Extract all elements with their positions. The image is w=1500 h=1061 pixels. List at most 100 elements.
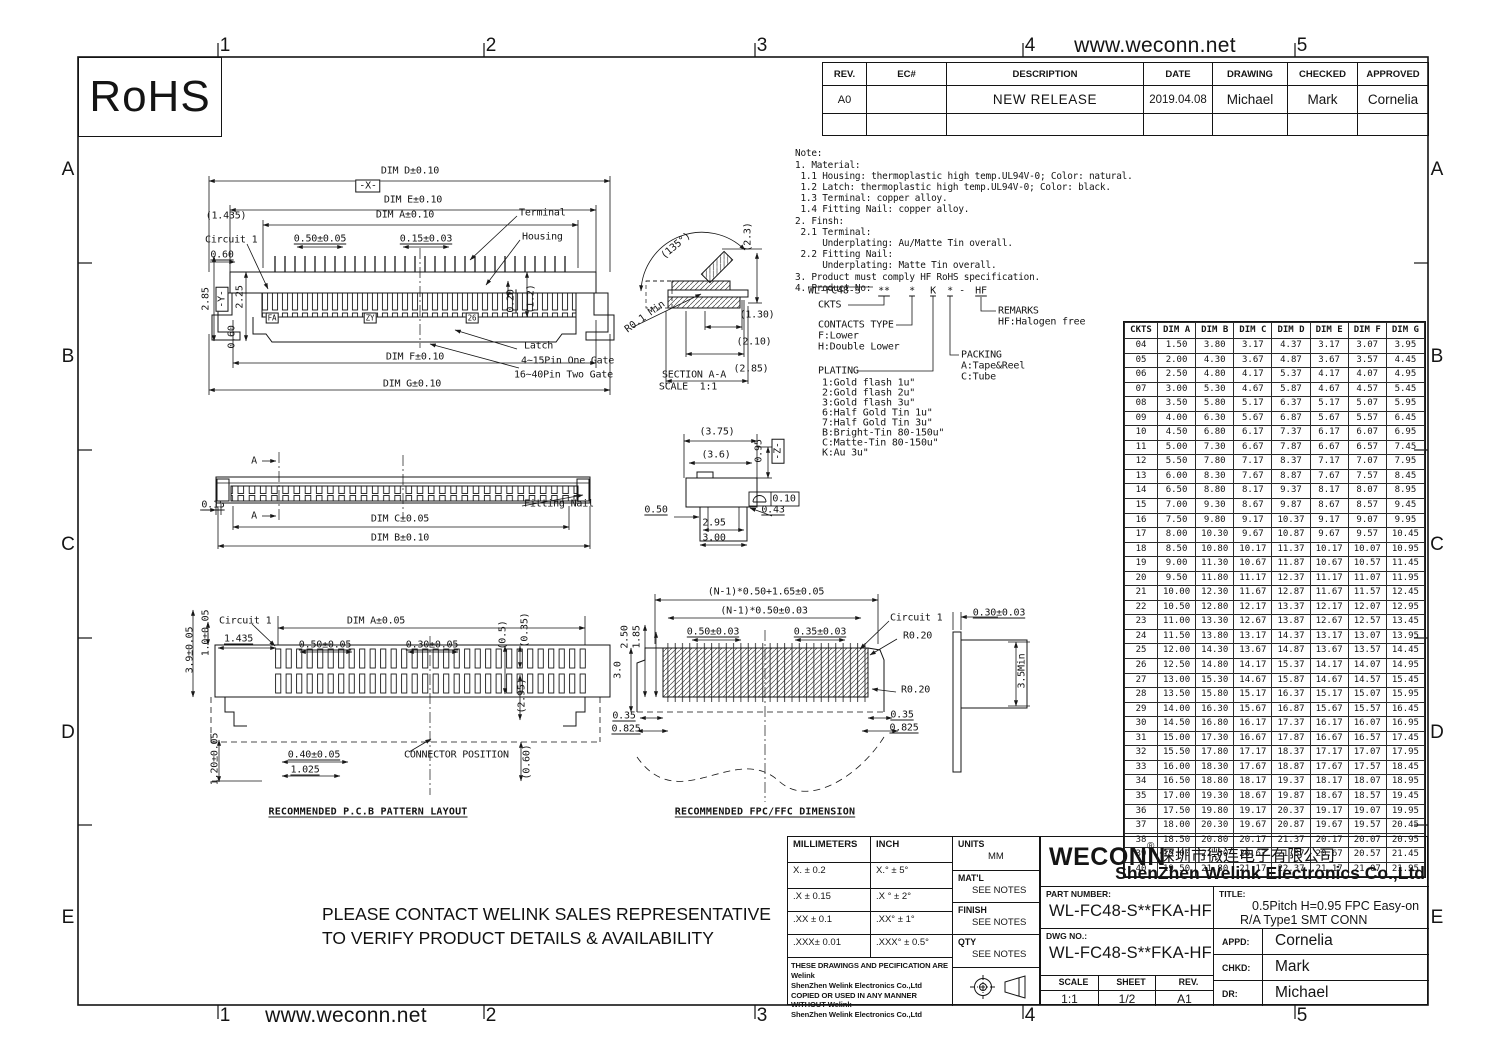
drawing-annotation: K bbox=[930, 285, 936, 297]
drawing-annotation: FA bbox=[265, 312, 279, 324]
ckts-cell: 5.30 bbox=[1195, 381, 1235, 398]
drawing-annotation: DIM B±0.10 bbox=[370, 532, 430, 544]
ckts-cell: 5.95 bbox=[1385, 396, 1426, 412]
ckts-cell: 16.57 bbox=[1347, 730, 1387, 747]
ckts-cell: 11.00 bbox=[1156, 614, 1197, 630]
drawing-annotation: -Z- bbox=[771, 438, 785, 464]
ckts-cell: 21.87 bbox=[1271, 847, 1311, 863]
ckts-cell: 30 bbox=[1124, 716, 1158, 732]
ckts-cell: 13.95 bbox=[1385, 628, 1426, 645]
drawing-annotation: Circuit 1 bbox=[219, 615, 272, 627]
ckts-cell: 3.57 bbox=[1347, 352, 1387, 369]
rev-label: REV. bbox=[1178, 977, 1199, 987]
zone-column-marker: 1 bbox=[219, 35, 231, 56]
ckts-cell: 10.67 bbox=[1233, 556, 1273, 572]
drawing-annotation: 0.35 bbox=[612, 710, 636, 722]
ckts-cell: 7.67 bbox=[1233, 468, 1273, 485]
ckts-cell: 15.50 bbox=[1156, 745, 1197, 761]
drawing-annotation: R0.20 bbox=[903, 630, 933, 642]
ckts-cell: 10.17 bbox=[1309, 541, 1349, 558]
drawing-annotation: 0.60 bbox=[226, 325, 238, 349]
ckts-cell: 14.37 bbox=[1271, 628, 1311, 645]
ckts-cell: 17.67 bbox=[1309, 759, 1349, 776]
ckts-cell: 4.37 bbox=[1271, 338, 1311, 354]
chkd-label: CHKD: bbox=[1222, 963, 1251, 973]
ckts-cell: 18.17 bbox=[1233, 774, 1273, 790]
drawing-annotation: 2.50 bbox=[619, 625, 631, 649]
drawing-annotation: Circuit 1 bbox=[890, 612, 943, 624]
ckts-cell: 14.80 bbox=[1195, 658, 1235, 674]
ckts-cell: 11.95 bbox=[1385, 570, 1426, 587]
ckts-cell: 14.57 bbox=[1347, 672, 1387, 689]
ckts-cell: 14.87 bbox=[1271, 643, 1311, 660]
ckts-cell: 16.17 bbox=[1309, 716, 1349, 732]
ckts-cell: 26 bbox=[1124, 658, 1158, 674]
ckts-cell: 10.67 bbox=[1309, 556, 1349, 572]
drawing-title-line1: 0.5Pitch H=0.95 FPC Easy-on bbox=[1252, 899, 1420, 913]
ckts-cell: 13 bbox=[1124, 468, 1158, 485]
drawing-annotation: -Y- bbox=[215, 286, 229, 312]
ckts-cell: 1.50 bbox=[1156, 338, 1197, 354]
ckts-cell: 12.17 bbox=[1233, 599, 1273, 616]
ckts-cell: 14.07 bbox=[1347, 658, 1387, 674]
drawing-annotation: 0.15 bbox=[201, 499, 225, 511]
ckts-cell: 10.50 bbox=[1156, 599, 1197, 616]
drawing-annotation: 3.5Min bbox=[1016, 653, 1028, 689]
ckts-cell: 13.30 bbox=[1195, 614, 1235, 630]
ckts-cell: 4.57 bbox=[1347, 381, 1387, 398]
drawing-annotation: 2.25 bbox=[234, 285, 246, 309]
ckts-cell: 18.00 bbox=[1156, 818, 1197, 834]
ckts-cell: 17.30 bbox=[1195, 730, 1235, 747]
ckts-cell: 12.80 bbox=[1195, 599, 1235, 616]
drawing-annotation: 0.60 bbox=[210, 249, 234, 261]
ckts-cell: 16.17 bbox=[1233, 716, 1273, 732]
ckts-cell: 14.45 bbox=[1385, 643, 1426, 660]
ckts-cell: 4.17 bbox=[1309, 367, 1349, 383]
drawing-annotation: (0.60) bbox=[521, 744, 533, 780]
drawing-annotation: SECTION A-A bbox=[661, 369, 727, 381]
website-url-bottom[interactable]: www.weconn.net bbox=[265, 1004, 427, 1027]
drawing-annotation: (0.35) bbox=[519, 612, 531, 648]
ckts-cell: 6.67 bbox=[1233, 439, 1273, 456]
drawing-annotation: (N-1)*0.50+1.65±0.05 bbox=[707, 586, 825, 598]
ckts-cell: 6.00 bbox=[1156, 468, 1197, 485]
ckts-cell: 7.17 bbox=[1309, 454, 1349, 470]
drawing-annotation: DIM G±0.10 bbox=[382, 378, 442, 390]
ckts-cell: 3.50 bbox=[1156, 396, 1197, 412]
drawing-annotation: 0.50±0.05 bbox=[293, 233, 347, 245]
drawing-annotation: Fitting Nail bbox=[524, 498, 594, 510]
drawing-annotation: DIM A±0.10 bbox=[375, 209, 435, 221]
ckts-cell: 8.00 bbox=[1156, 527, 1197, 543]
drawing-annotation: (3.6) bbox=[701, 449, 731, 461]
ckts-cell: 11.17 bbox=[1233, 570, 1273, 587]
ckts-cell: 8.67 bbox=[1233, 498, 1273, 514]
ckts-cell: 17.37 bbox=[1271, 716, 1311, 732]
ckts-cell: 37 bbox=[1124, 818, 1158, 834]
ckts-cell: 17.07 bbox=[1347, 745, 1387, 761]
ckts-cell: 4.17 bbox=[1233, 367, 1273, 383]
ckts-cell: 11.57 bbox=[1347, 585, 1387, 601]
website-url-top[interactable]: www.weconn.net bbox=[1074, 34, 1236, 57]
ckts-cell: 19.50 bbox=[1156, 861, 1197, 878]
ckts-cell: 8.45 bbox=[1385, 468, 1426, 485]
drawing-annotation: RECOMMENDED FPC/FFC DIMENSION bbox=[674, 806, 856, 818]
ckts-cell: 5.80 bbox=[1195, 396, 1235, 412]
scale-value: 1:1 bbox=[1061, 992, 1078, 1006]
rev-table-header: DATE bbox=[1143, 62, 1213, 86]
title-block: WECONN ® 深圳市微连电子有限公司 ShenZhen Welink Ele… bbox=[1040, 836, 1429, 1006]
ckts-cell: 7.80 bbox=[1195, 454, 1235, 470]
ckts-cell: 16.30 bbox=[1195, 701, 1235, 718]
zone-row-marker: E bbox=[61, 907, 75, 928]
ckts-cell: 9.67 bbox=[1233, 527, 1273, 543]
ckts-cell: 11.67 bbox=[1309, 585, 1349, 601]
ckts-cell: 9.07 bbox=[1347, 512, 1387, 529]
ckts-cell: 19.87 bbox=[1271, 788, 1311, 805]
ckts-cell: 16.80 bbox=[1195, 716, 1235, 732]
